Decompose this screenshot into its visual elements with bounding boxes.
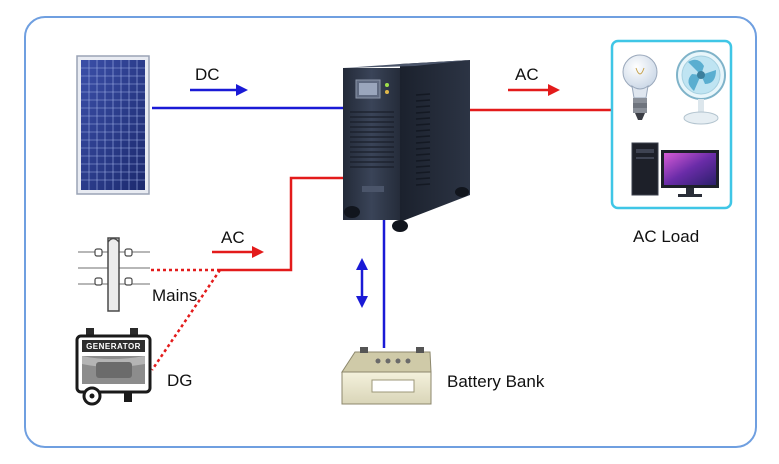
fan-icon xyxy=(676,50,726,125)
dg-dotted-line xyxy=(150,269,222,371)
generator-plate-label: GENERATOR xyxy=(86,342,141,351)
ac-load-label: AC Load xyxy=(633,227,699,246)
mains-label: Mains xyxy=(152,286,197,305)
inverter-ups-icon xyxy=(343,60,470,232)
desktop-computer-icon xyxy=(631,142,719,197)
ac-output-arrow xyxy=(508,84,560,96)
light-bulb-icon xyxy=(622,54,658,120)
battery-icon xyxy=(341,347,432,405)
ac-input-arrow xyxy=(212,246,264,258)
solar-panel-icon xyxy=(76,55,150,195)
utility-pole-icon xyxy=(78,237,150,312)
battery-bank-label: Battery Bank xyxy=(447,372,545,391)
dc-label: DC xyxy=(195,65,220,84)
dc-arrow xyxy=(190,84,248,96)
generator-icon: GENERATOR xyxy=(75,328,152,406)
battery-bidirectional-arrow xyxy=(356,258,368,308)
ac-input-line xyxy=(220,176,345,272)
dg-label: DG xyxy=(167,371,193,390)
ac-input-label: AC xyxy=(221,228,245,247)
diagram-frame xyxy=(24,16,757,448)
ac-output-label: AC xyxy=(515,65,539,84)
